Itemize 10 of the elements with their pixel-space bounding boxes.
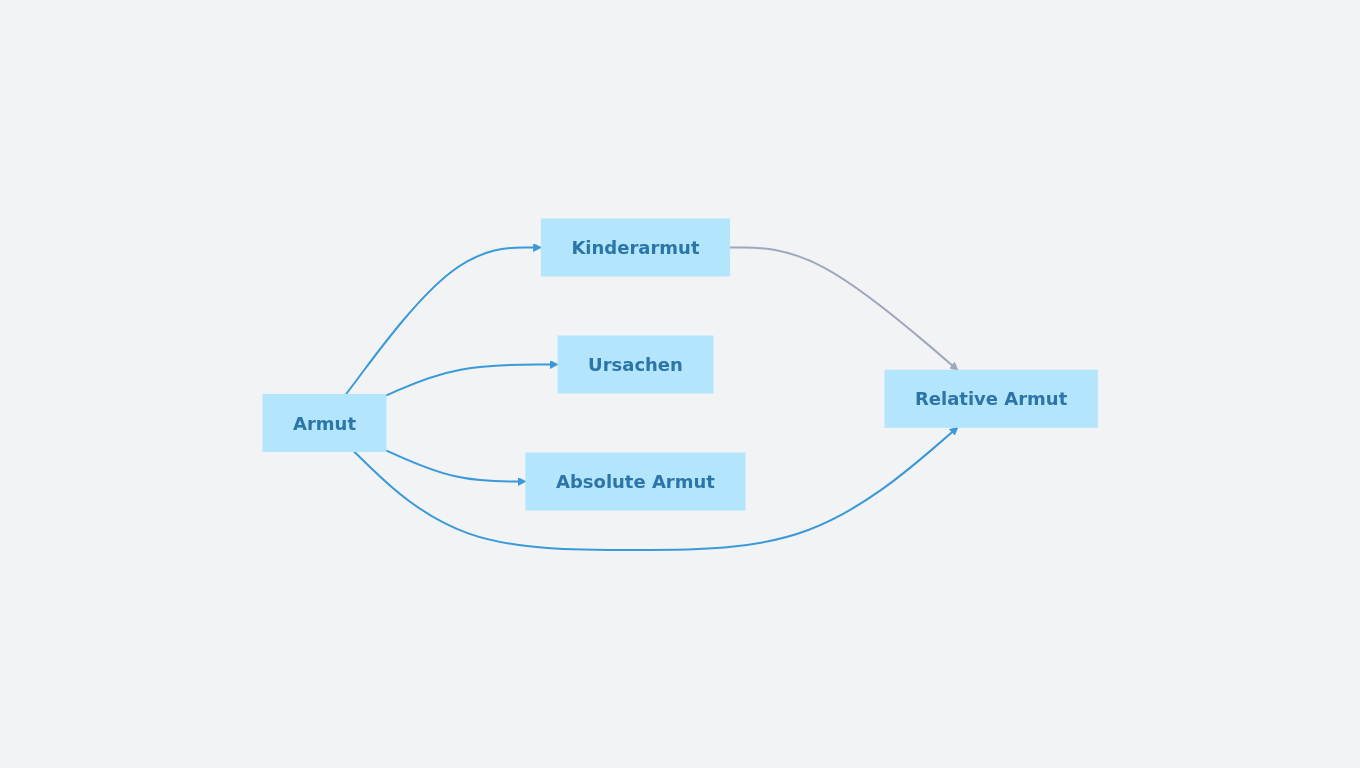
- arrow: [344, 242, 542, 395]
- node-box: Kinderarmut: [540, 218, 730, 276]
- arrow: [384, 448, 527, 486]
- arrow: [728, 246, 959, 371]
- arrow: [352, 426, 959, 551]
- node-box: Relative Armut: [884, 369, 1098, 428]
- node-box: Absolute Armut: [525, 452, 746, 510]
- node-box: Armut: [262, 393, 387, 452]
- node-box: Ursachen: [557, 335, 714, 393]
- arrow: [384, 359, 559, 397]
